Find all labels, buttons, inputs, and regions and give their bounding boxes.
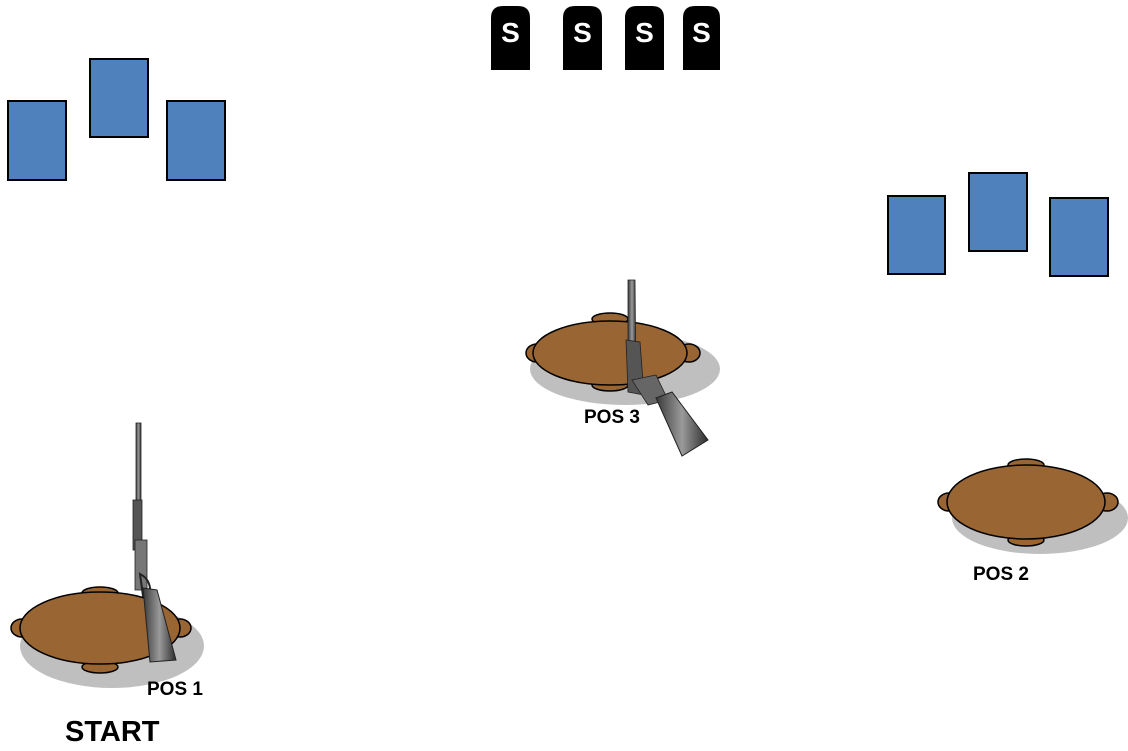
table-icon <box>11 587 204 688</box>
steel-target-icon: S <box>683 6 720 70</box>
paper-targets-left <box>8 59 225 180</box>
steel-letter: S <box>501 17 520 48</box>
steel-targets-group: S S S S <box>491 6 720 70</box>
steel-target-icon: S <box>625 6 664 70</box>
paper-target-icon <box>888 196 945 274</box>
table-icon <box>526 313 720 405</box>
steel-letter: S <box>573 17 592 48</box>
pos1-label: POS 1 <box>147 679 203 700</box>
steel-target-icon: S <box>563 6 602 70</box>
steel-letter: S <box>635 17 654 48</box>
steel-letter: S <box>692 17 711 48</box>
paper-target-icon <box>1050 198 1108 276</box>
paper-target-icon <box>167 101 225 180</box>
pos3-label: POS 3 <box>584 407 640 428</box>
pos2-label: POS 2 <box>973 564 1029 585</box>
paper-target-icon <box>90 59 148 137</box>
start-label: START <box>65 716 160 746</box>
paper-target-icon <box>8 101 66 180</box>
paper-targets-right <box>888 173 1108 276</box>
paper-target-icon <box>969 173 1027 251</box>
steel-target-icon: S <box>491 6 530 70</box>
table-icon <box>938 459 1128 554</box>
